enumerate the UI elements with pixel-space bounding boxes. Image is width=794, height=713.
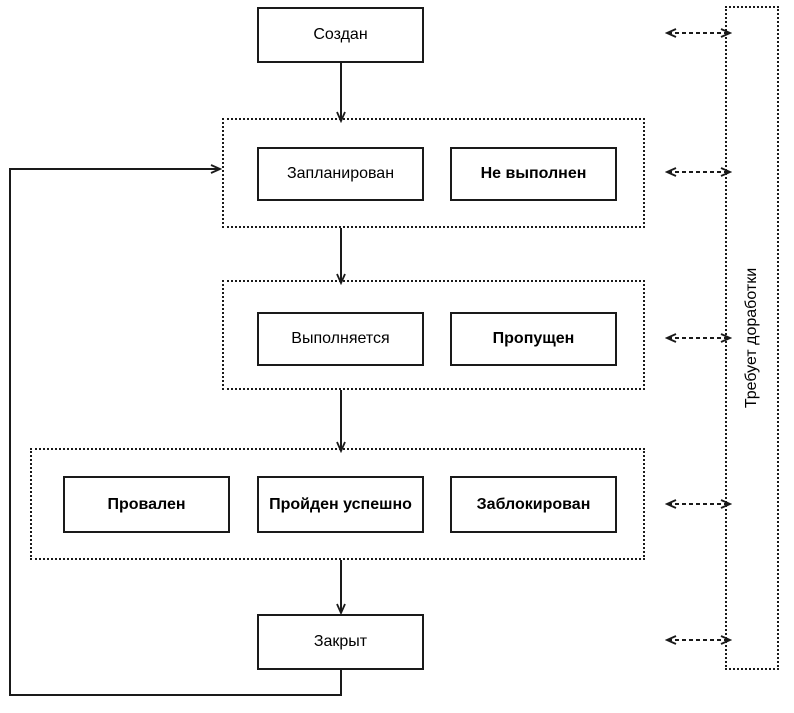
rework-panel-label: Требует доработки <box>743 267 760 409</box>
state-node-blocked-label: Заблокирован <box>476 495 591 513</box>
state-node-not-done-label: Не выполнен <box>480 165 587 182</box>
state-node-closed[interactable]: Закрыт <box>257 614 424 670</box>
state-node-skipped-label: Пропущен <box>492 330 575 347</box>
state-node-planned-label: Запланирован <box>286 165 395 182</box>
state-node-failed-label: Провален <box>107 495 186 513</box>
state-node-created[interactable]: Создан <box>257 7 424 63</box>
state-node-closed-label: Закрыт <box>313 633 368 650</box>
state-node-passed[interactable]: Пройден успешно <box>257 476 424 533</box>
state-node-skipped[interactable]: Пропущен <box>450 312 617 366</box>
state-node-blocked[interactable]: Заблокирован <box>450 476 617 533</box>
state-node-created-label: Создан <box>313 26 368 43</box>
rework-panel: Требует доработки <box>725 6 779 670</box>
state-node-running-label: Выполняется <box>291 330 390 347</box>
state-node-not-done[interactable]: Не выполнен <box>450 147 617 201</box>
state-node-running[interactable]: Выполняется <box>257 312 424 366</box>
state-node-passed-label: Пройден успешно <box>269 495 412 513</box>
state-node-failed[interactable]: Провален <box>63 476 230 533</box>
state-node-planned[interactable]: Запланирован <box>257 147 424 201</box>
